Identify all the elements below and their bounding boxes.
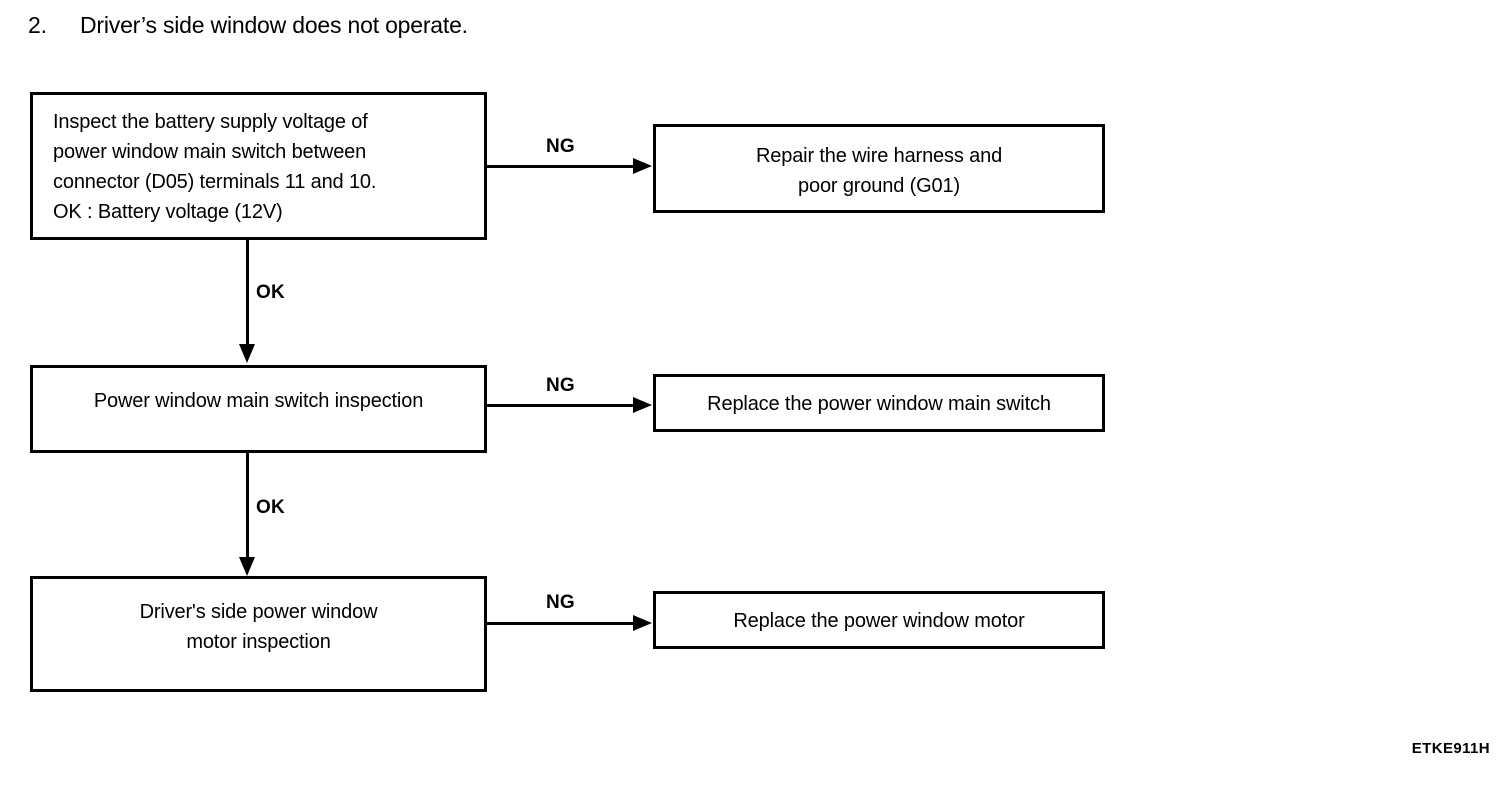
edge-ng-3-arrowhead	[633, 615, 652, 631]
edge-ng-3-line	[487, 622, 635, 625]
node-text-line: poor ground (G01)	[798, 175, 960, 197]
edge-label-ok-2: OK	[256, 497, 285, 518]
node-text-line: Driver's side power window	[139, 601, 378, 623]
node-motor-inspection: Driver's side power window motor inspect…	[30, 576, 487, 692]
edge-ok-1-arrowhead	[239, 344, 255, 363]
node-text-line: Replace the power window main switch	[707, 393, 1051, 415]
node-inspect-battery-voltage: Inspect the battery supply voltage of po…	[30, 92, 487, 240]
edge-ng-2-line	[487, 404, 635, 407]
node-main-switch-inspection: Power window main switch inspection	[30, 365, 487, 453]
node-inspect-battery-voltage-text: Inspect the battery supply voltage of po…	[33, 107, 484, 227]
edge-label-ng-3: NG	[546, 592, 575, 613]
edge-label-ok-1: OK	[256, 282, 285, 303]
node-text-line: OK : Battery voltage (12V)	[53, 201, 283, 223]
page-title: 2. Driver’s side window does not operate.	[28, 12, 928, 44]
node-text-line: connector (D05) terminals 11 and 10.	[53, 171, 377, 193]
node-text-line: Repair the wire harness and	[755, 145, 1003, 167]
node-replace-motor: Replace the power window motor	[653, 591, 1105, 649]
node-replace-main-switch: Replace the power window main switch	[653, 374, 1105, 432]
node-text-line: Power window main switch inspection	[93, 390, 424, 412]
edge-label-ng-1: NG	[546, 136, 575, 157]
node-text-line: Inspect the battery supply voltage of	[53, 111, 368, 133]
edge-ok-2-arrowhead	[239, 557, 255, 576]
edge-ok-2-line	[246, 453, 249, 558]
node-text-line: motor inspection	[186, 631, 331, 653]
page-title-text: Driver’s side window does not operate.	[80, 12, 468, 38]
node-replace-motor-text: Replace the power window motor	[656, 606, 1102, 636]
node-repair-wire-harness: Repair the wire harness and poor ground …	[653, 124, 1105, 213]
figure-code: ETKE911H	[1411, 740, 1490, 757]
node-text-line: power window main switch between	[53, 141, 367, 163]
node-repair-wire-harness-text: Repair the wire harness and poor ground …	[656, 141, 1102, 201]
node-motor-inspection-text: Driver's side power window motor inspect…	[33, 597, 484, 657]
page-title-number: 2.	[28, 12, 47, 38]
edge-ng-1-arrowhead	[633, 158, 652, 174]
edge-ok-1-line	[246, 240, 249, 345]
edge-ng-1-line	[487, 165, 635, 168]
edge-label-ng-2: NG	[546, 375, 575, 396]
node-replace-main-switch-text: Replace the power window main switch	[656, 389, 1102, 419]
edge-ng-2-arrowhead	[633, 397, 652, 413]
node-main-switch-inspection-text: Power window main switch inspection	[33, 386, 484, 416]
node-text-line: Replace the power window motor	[733, 610, 1025, 632]
